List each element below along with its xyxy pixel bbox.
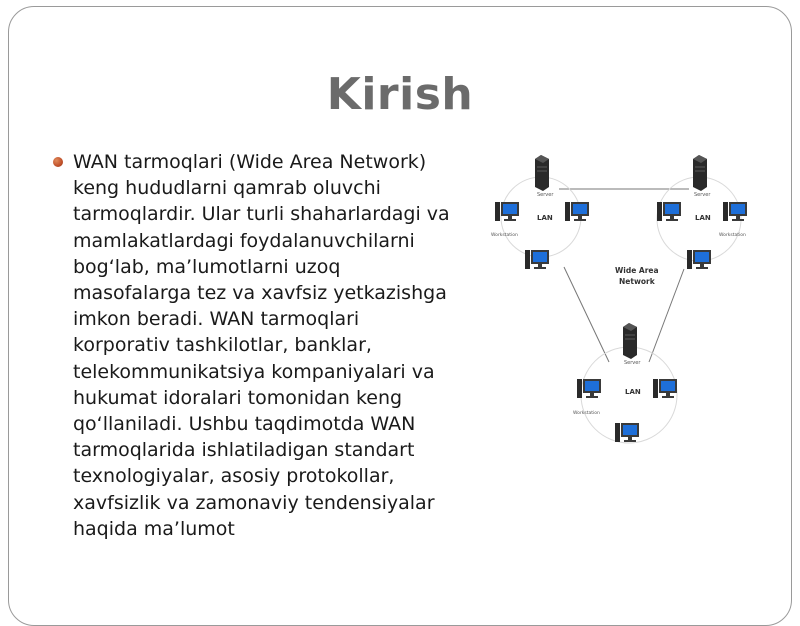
computer-icon <box>577 379 601 398</box>
wan-diagram: Server LAN Workstation Server LAN Workst… <box>491 154 747 444</box>
lan-server-label: Server <box>694 192 711 198</box>
bullet-text: WAN tarmoqlari (Wide Area Network) keng … <box>73 151 450 540</box>
computer-icon <box>615 423 639 442</box>
computer-icon <box>565 202 589 221</box>
computer-icon <box>653 379 677 398</box>
computer-icon <box>687 250 711 269</box>
lan-bottom: Server LAN Workstation <box>573 322 678 444</box>
computer-icon <box>495 202 519 221</box>
server-icon <box>622 322 638 360</box>
bullet-icon <box>53 157 63 167</box>
computer-icon <box>723 202 747 221</box>
lan-workstation-label: Workstation <box>719 232 746 238</box>
lan-top-right: Server LAN Workstation <box>656 154 747 269</box>
wan-link <box>563 266 610 363</box>
computer-icon <box>657 202 681 221</box>
wan-label-line2: Network <box>619 277 656 286</box>
wan-label-line1: Wide Area <box>615 266 659 275</box>
lan-label: LAN <box>695 214 711 222</box>
lan-server-label: Server <box>537 192 554 198</box>
slide: Kirish WAN tarmoqlari (Wide Area Network… <box>8 6 792 626</box>
wan-link <box>648 268 685 363</box>
lan-workstation-label: Workstation <box>573 410 600 416</box>
lan-workstation-label: Workstation <box>491 232 518 238</box>
server-icon <box>692 154 708 192</box>
lan-label: LAN <box>537 214 553 222</box>
computer-icon <box>525 250 549 269</box>
lan-label: LAN <box>625 388 641 396</box>
lan-server-label: Server <box>624 360 641 366</box>
slide-title: Kirish <box>326 69 474 120</box>
server-icon <box>534 154 550 192</box>
bullet-list: WAN tarmoqlari (Wide Area Network) keng … <box>53 149 453 542</box>
lan-top-left: Server LAN Workstation <box>491 154 589 269</box>
